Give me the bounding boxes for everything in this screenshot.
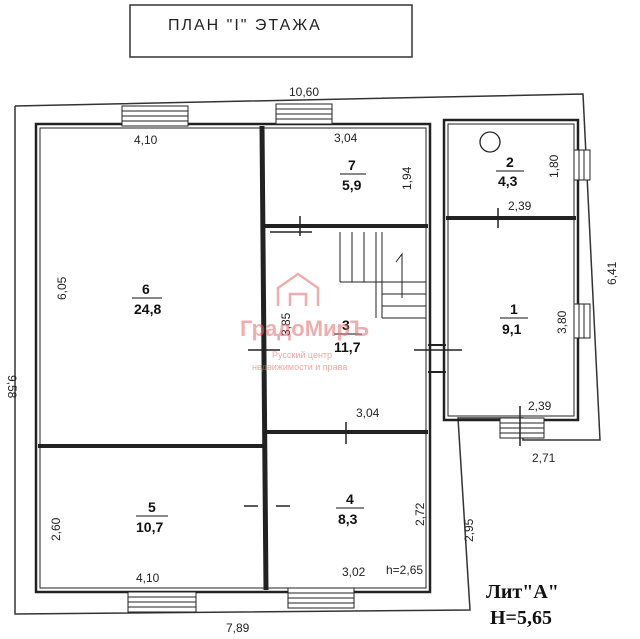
- dim-r2-bottom: 2,39: [508, 199, 532, 213]
- window-annex-right-top: [573, 149, 591, 181]
- building-height: Н=5,65: [490, 607, 552, 629]
- staircase: [339, 232, 426, 319]
- room-number: 3: [342, 317, 350, 333]
- room-area: 11,7: [334, 339, 361, 355]
- watermark: ГрадоМирЪ Русский центр недвижимости и п…: [240, 272, 369, 372]
- dim-r4-bottom: 3,02: [342, 565, 366, 579]
- dim-r2-side: 1,80: [547, 154, 561, 178]
- room-label-2: 2 4,3: [496, 154, 524, 189]
- dim-right-bottom: 2,71: [532, 451, 556, 465]
- dim-r1-side: 3,80: [555, 310, 569, 334]
- dim-r6-top: 4,10: [134, 133, 158, 147]
- door-marks: [244, 208, 521, 507]
- room-area: 10,7: [136, 519, 163, 535]
- wall-main-inner: [39, 127, 427, 589]
- watermark-line2: недвижимости и права: [252, 362, 347, 372]
- room-area: 8,3: [338, 511, 358, 527]
- dim-r1-bottom: 2,39: [528, 399, 552, 413]
- dim-bottom-left: 7,89: [226, 621, 250, 635]
- room-area: 4,3: [498, 173, 518, 189]
- dim-r5-bottom: 4,10: [136, 571, 160, 585]
- title-box: [129, 4, 413, 58]
- watermark-house-icon: [276, 272, 320, 306]
- room-label-1: 1 9,1: [500, 301, 528, 337]
- height-note: h=2,65: [386, 563, 423, 577]
- window-annex-right-low: [573, 303, 591, 339]
- dim-r7-side: 1,94: [400, 166, 414, 190]
- room-label-7: 7 5,9: [340, 157, 366, 193]
- watermark-line1: Русский центр: [272, 350, 332, 360]
- plan-title: ПЛАН "I" ЭТАЖА: [168, 17, 322, 34]
- room-number: 4: [346, 491, 354, 507]
- dim-lower-right-side: 2,95: [462, 518, 476, 542]
- room-number: 5: [148, 499, 156, 515]
- room-area: 24,8: [134, 301, 161, 317]
- window-top-mid: [275, 103, 333, 125]
- dim-r4-side: 2,72: [413, 502, 427, 526]
- dim-r6-side: 6,05: [55, 276, 69, 300]
- room-label-4: 4 8,3: [336, 491, 364, 527]
- room-area: 5,9: [342, 177, 362, 193]
- dim-r5-side: 2,60: [49, 517, 63, 541]
- dim-r7-top: 3,04: [334, 131, 358, 145]
- watermark-brand: ГрадоМирЪ: [240, 316, 369, 341]
- stove-circle-icon: [479, 131, 501, 153]
- room-number: 2: [506, 154, 514, 170]
- room-label-3: 3 11,7: [334, 317, 362, 355]
- dim-top-total: 10,60: [289, 85, 319, 99]
- window-top-left: [121, 105, 189, 127]
- wall-annex-inner: [447, 123, 575, 417]
- dim-left-side: 9,58: [5, 375, 19, 399]
- wall-main-outer: [34, 122, 432, 594]
- room-number: 1: [510, 301, 518, 317]
- room-label-6: 6 24,8: [132, 281, 162, 317]
- dim-right-side: 6,41: [605, 261, 619, 285]
- dim-r3-side: 3,85: [279, 312, 293, 336]
- lit-label: Лит"А": [486, 581, 559, 603]
- window-bottom-left: [127, 591, 197, 613]
- window-bottom-mid: [287, 587, 355, 609]
- room-number: 7: [348, 157, 356, 173]
- room-area: 9,1: [502, 321, 522, 337]
- dim-r3-bottom: 3,04: [356, 406, 380, 420]
- room-number: 6: [142, 281, 150, 297]
- wall-partition-vertical: [259, 125, 269, 591]
- room-label-5: 5 10,7: [136, 499, 168, 535]
- window-annex-bottom: [499, 417, 545, 439]
